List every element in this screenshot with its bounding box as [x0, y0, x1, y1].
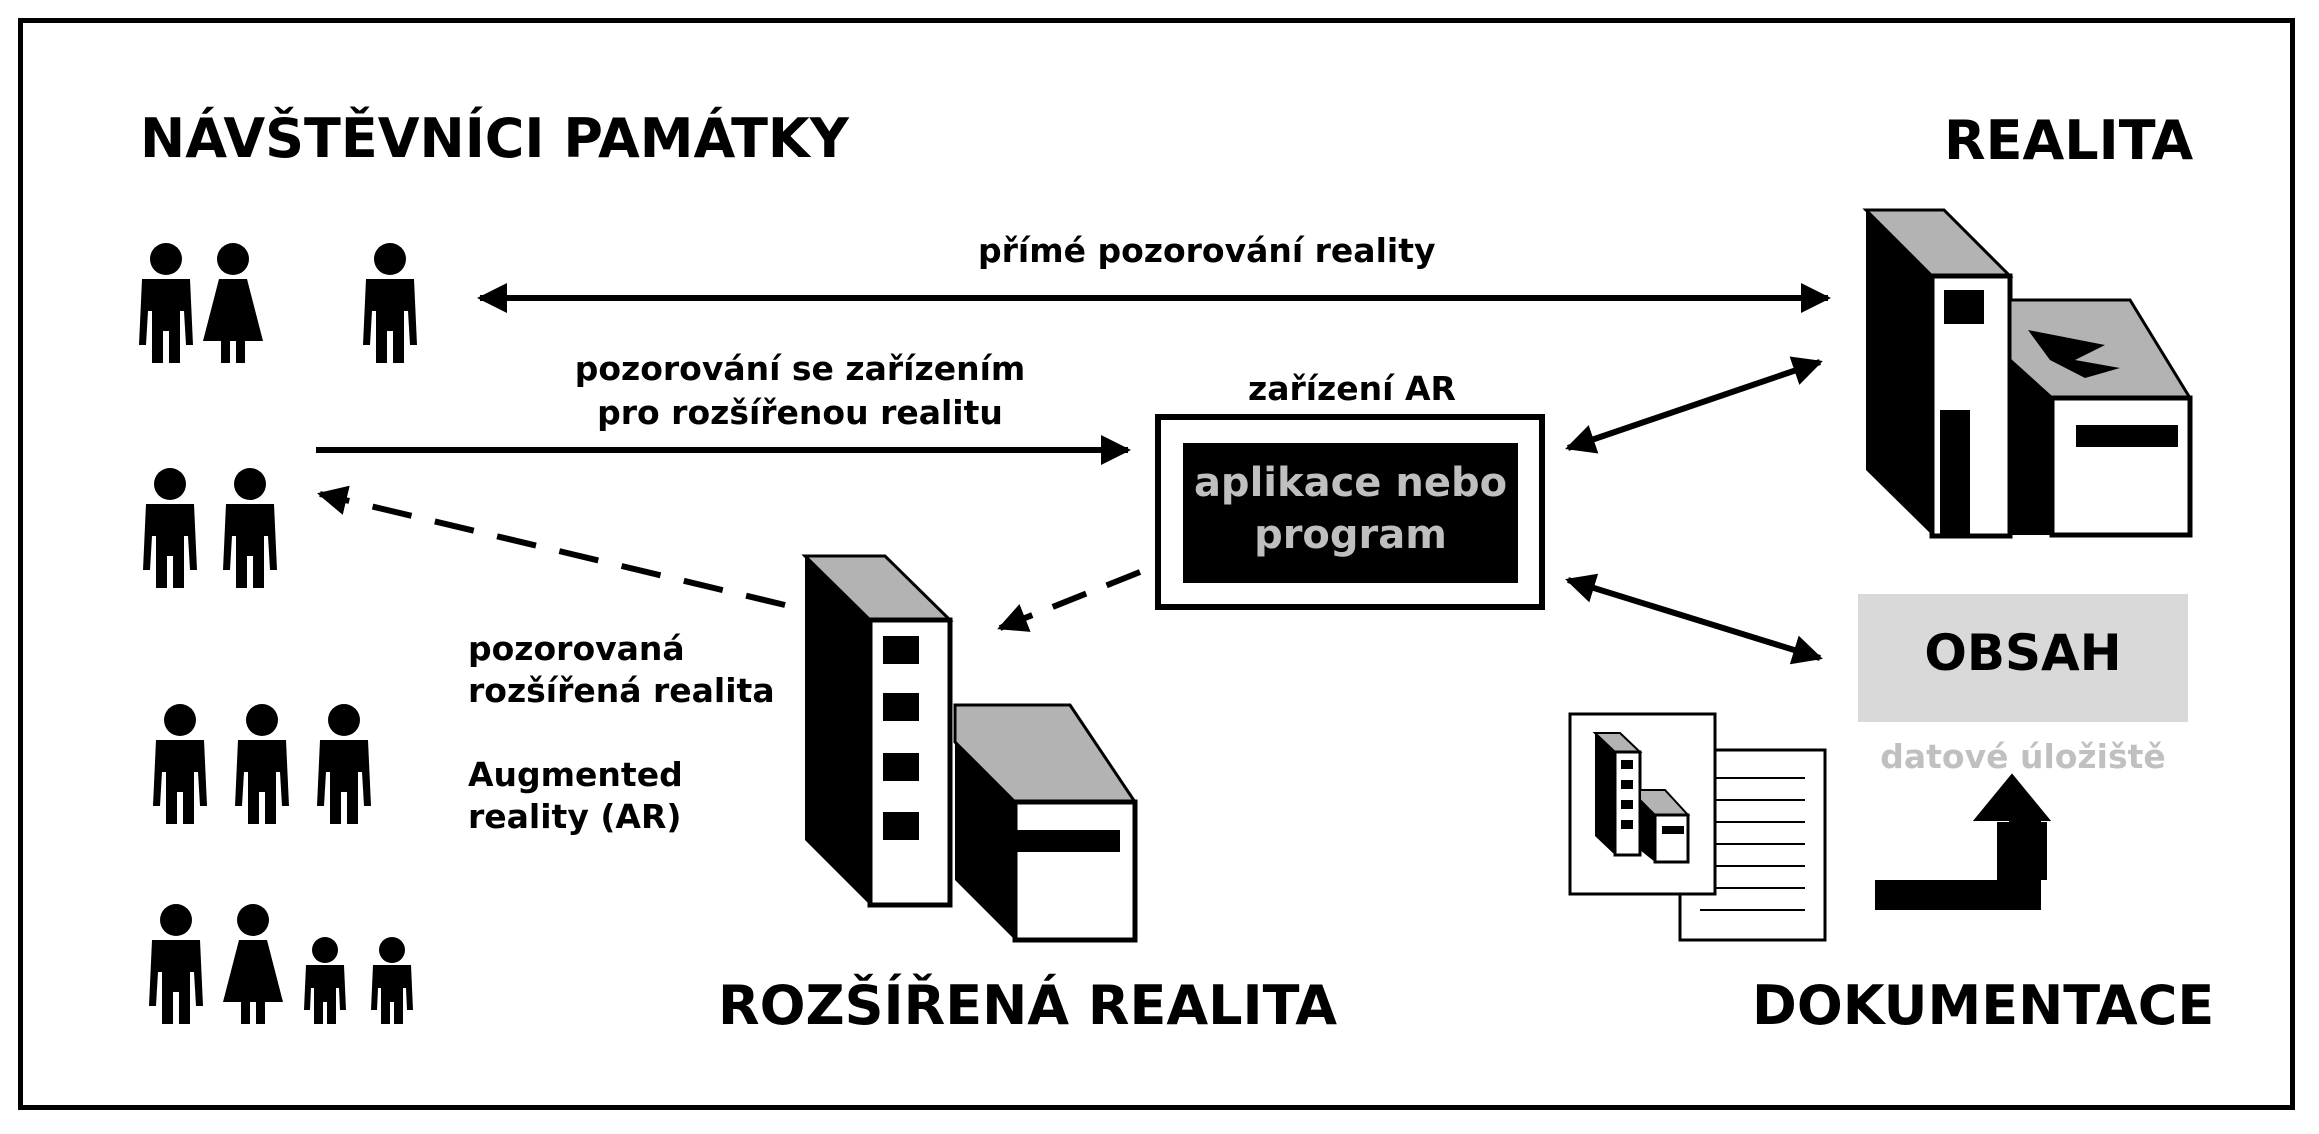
augmented-title: ROZŠÍŘENÁ REALITA: [718, 974, 1338, 1037]
person-icon: [223, 468, 277, 588]
person-icon: [223, 904, 283, 1024]
augmented-reality-label-2: reality (AR): [468, 797, 682, 836]
visitor-group-top: [139, 243, 417, 363]
reality-building-icon: [1862, 208, 2193, 539]
augmented-building-icon: [801, 554, 1138, 943]
person-icon: [363, 243, 417, 363]
device-observation-label-1: pozorování se zařízením: [574, 349, 1026, 388]
arrow-device-to-storage: [1565, 573, 1823, 665]
data-storage-caption: datové úložiště: [1880, 737, 2166, 776]
arrow-device-to-augmented: [997, 569, 1142, 632]
person-icon: [143, 468, 197, 588]
arrow-device-to-reality: [1565, 356, 1823, 454]
diagram-frame: [18, 18, 2295, 1110]
augmented-reality-label-1: Augmented: [468, 755, 683, 794]
app-label-1: aplikace nebo: [1193, 460, 1508, 506]
person-icon: [203, 243, 263, 363]
person-icon: [317, 704, 371, 824]
ar-device-title: zařízení AR: [1248, 369, 1456, 408]
observed-ar-label-2: rozšířená realita: [468, 671, 775, 710]
person-icon: [235, 704, 289, 824]
visitor-group-device: [143, 468, 277, 588]
visitors-title: NÁVŠTĚVNÍCI PAMÁTKY: [140, 107, 849, 170]
observed-ar-label-1: pozorovaná: [468, 629, 685, 668]
document-icon: [1568, 712, 1827, 942]
direct-observation-label: přímé pozorování reality: [978, 231, 1436, 270]
documentation-title: DOKUMENTACE: [1752, 974, 2215, 1037]
content-label: OBSAH: [1924, 624, 2122, 682]
person-icon: [139, 243, 193, 363]
reality-title: REALITA: [1944, 109, 2194, 172]
app-label-2: program: [1254, 512, 1447, 558]
person-icon: [149, 904, 203, 1024]
storage-content-box: [1858, 594, 2188, 722]
visitor-group-middle: [153, 704, 371, 824]
child-icon: [304, 937, 346, 1024]
arrow-augmented-to-visitors: [317, 485, 786, 608]
visitor-group-family: [149, 904, 413, 1024]
device-observation-label-2: pro rozšířenou realitu: [597, 393, 1003, 432]
child-icon: [371, 937, 413, 1024]
ar-device-box: [1155, 414, 1545, 610]
person-icon: [153, 704, 207, 824]
